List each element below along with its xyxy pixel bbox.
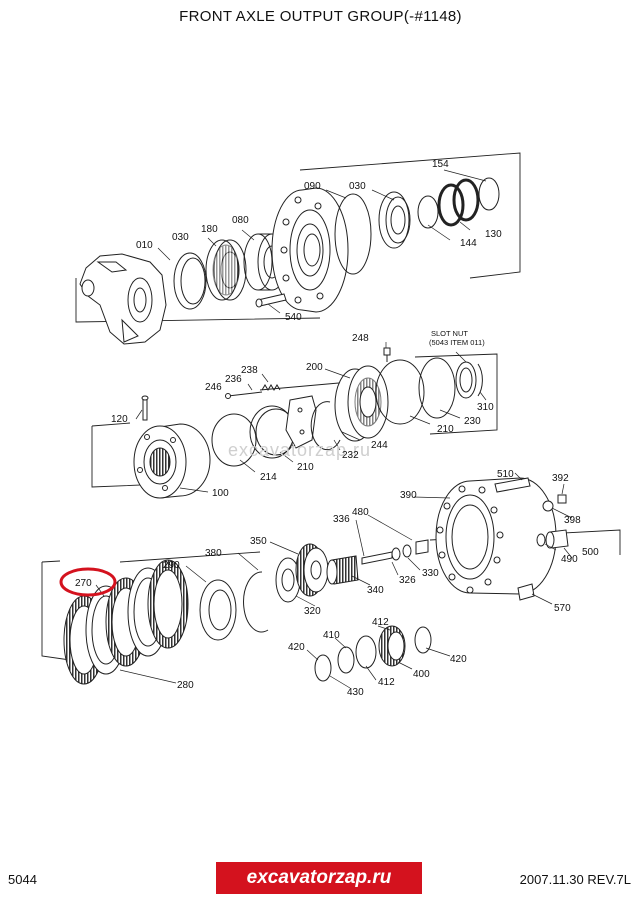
snap-ring-380: [243, 571, 269, 633]
part-label: 120: [111, 414, 128, 425]
bolt-248: [383, 347, 391, 362]
part-label: 236: [225, 374, 242, 385]
shaft-340: [326, 555, 359, 585]
part-label: 320: [304, 606, 321, 617]
oil-seal-030a: [173, 252, 207, 310]
part-label: 340: [367, 585, 384, 596]
sun-gear-350: [295, 543, 329, 597]
highlight-ring-270: [59, 567, 117, 597]
part-label: 570: [554, 603, 571, 614]
part-label: 244: [371, 440, 388, 451]
spacer-plate-244: [285, 395, 317, 449]
part-label: 232: [342, 450, 359, 461]
spring-pin-238: [225, 384, 281, 399]
part-label: 230: [464, 416, 481, 427]
group-frame-top: [75, 152, 521, 323]
part-label: 280: [177, 680, 194, 691]
steering-knuckle-010: [79, 253, 167, 345]
part-label: 336: [333, 514, 350, 525]
part-labels: 154 090 030 030 180 080 010 144 130 540 …: [75, 159, 599, 698]
part-label: 430: [347, 687, 364, 698]
part-label: 154: [432, 159, 449, 170]
date-revision: 2007.11.30 REV.7L: [519, 872, 631, 887]
part-label: 420: [450, 654, 467, 665]
part-label: 510: [497, 469, 514, 480]
plate-290: [199, 579, 237, 641]
part-label: 100: [212, 488, 229, 499]
slot-nut-310: [455, 361, 483, 399]
part-label: 412: [372, 617, 389, 628]
part-label: 246: [205, 382, 222, 393]
thrust-plate-320: [275, 557, 301, 603]
part-label: 080: [232, 215, 249, 226]
large-rings-210-230: [375, 357, 456, 425]
o-ring-and-seals-top: [334, 177, 500, 275]
part-label: 210: [437, 424, 454, 435]
part-label: 210: [297, 462, 314, 473]
part-label: 480: [352, 507, 369, 518]
pin-120: [141, 395, 149, 421]
part-label: 390: [400, 490, 417, 501]
carrier-100: [133, 423, 211, 499]
bearing-200: [334, 365, 389, 442]
part-label: 248: [352, 333, 369, 344]
stud-bolt-540: [255, 293, 287, 308]
watermark-text: excavatorzap.ru: [228, 440, 371, 460]
part-label: 490: [561, 554, 578, 565]
part-label: 410: [323, 630, 340, 641]
page-number: 5044: [8, 872, 37, 887]
part-label: 010: [136, 240, 153, 251]
bearing-180: [205, 239, 247, 301]
part-label: 130: [485, 229, 502, 240]
planet-gears-400-410: [314, 625, 432, 682]
part-label: 398: [564, 515, 581, 526]
part-label: 412: [378, 677, 395, 688]
housing-fittings: [494, 477, 569, 601]
housing-390: [435, 477, 557, 595]
part-label: 214: [260, 472, 277, 483]
part-label: 380: [205, 548, 222, 559]
part-label: 200: [306, 362, 323, 373]
page-title: FRONT AXLE OUTPUT GROUP(-#1148): [179, 8, 462, 25]
part-label: 030: [349, 181, 366, 192]
slot-nut-note: (5043 ITEM 011): [429, 338, 485, 347]
part-label: 392: [552, 473, 569, 484]
part-label: 500: [582, 547, 599, 558]
slot-nut-note: SLOT NUT: [431, 329, 468, 338]
part-label: 180: [201, 224, 218, 235]
leader-lines: [95, 169, 573, 689]
part-label: 400: [413, 669, 430, 680]
part-label: 144: [460, 238, 477, 249]
brand-banner[interactable]: excavatorzap.ru: [216, 862, 422, 894]
part-label: 090: [304, 181, 321, 192]
part-label: 420: [288, 642, 305, 653]
part-label: 540: [285, 312, 302, 323]
bolt-326-washer-330: [361, 539, 429, 565]
part-label: 326: [399, 575, 416, 586]
part-label: 290: [163, 560, 180, 571]
part-label: 238: [241, 365, 258, 376]
part-label: 030: [172, 232, 189, 243]
part-label: 350: [250, 536, 267, 547]
part-label: 270: [75, 578, 92, 589]
part-label: 330: [422, 568, 439, 579]
friction-disc-pack-270-280: [63, 559, 189, 685]
part-label: 310: [477, 402, 494, 413]
snap-ring-232: [310, 401, 341, 451]
